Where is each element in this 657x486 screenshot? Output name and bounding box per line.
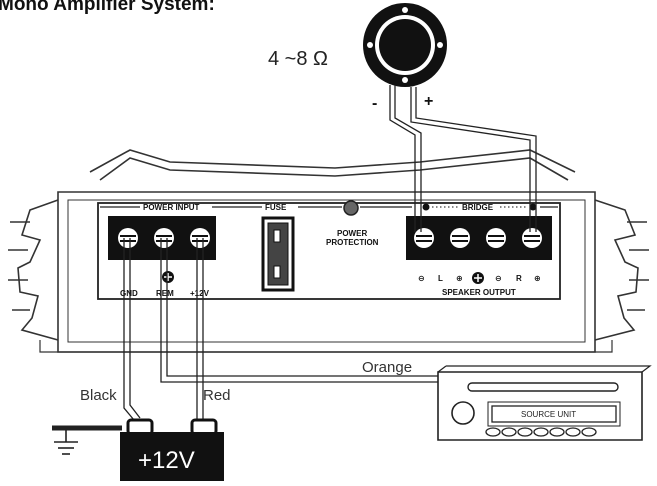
- battery: [120, 418, 224, 481]
- bridge-indicator: BRIDGE: [422, 203, 537, 212]
- power-protection-line2: PROTECTION: [326, 238, 379, 247]
- wire-orange-label: Orange: [362, 359, 412, 376]
- diagram-title: Mono Amplifier System:: [0, 0, 215, 15]
- speaker-output-label: SPEAKER OUTPUT: [442, 288, 516, 297]
- polarity-r-minus: ⊖: [495, 274, 502, 283]
- wire-red-label: Red: [203, 387, 231, 404]
- polarity-l: L: [438, 274, 443, 283]
- polarity-r: R: [516, 274, 522, 283]
- speaker-wires: [389, 85, 537, 232]
- speaker-icon: [363, 3, 447, 87]
- speaker-minus-label: -: [372, 95, 377, 112]
- power-wires: [123, 238, 455, 421]
- ground-icon: [52, 425, 122, 455]
- fuse-label: FUSE: [265, 203, 287, 212]
- wire-black-label: Black: [80, 387, 117, 404]
- source-unit: [437, 365, 652, 441]
- speaker-polarity-row: ⊖ L ⊕ ⊖ R ⊕: [418, 274, 541, 283]
- terminal-12v-label: +12V: [190, 289, 210, 298]
- power-protection-line1: POWER: [337, 229, 367, 238]
- power-input-terminals: [108, 216, 216, 260]
- battery-label: +12V: [138, 447, 195, 474]
- speaker-output-terminals: [406, 216, 552, 260]
- polarity-l-plus: ⊕: [456, 274, 463, 283]
- polarity-l-minus: ⊖: [418, 274, 425, 283]
- fuse: [261, 216, 295, 292]
- polarity-r-plus: ⊕: [534, 274, 541, 283]
- speaker-plus-label: +: [424, 93, 433, 110]
- terminal-rem-label: REM: [156, 289, 174, 298]
- impedance-label: 4 ~8 Ω: [268, 48, 328, 70]
- bridge-label: BRIDGE: [462, 203, 494, 212]
- terminal-gnd-label: GND: [120, 289, 138, 298]
- power-input-label: POWER INPUT: [143, 203, 200, 212]
- power-protection-led-icon: [343, 200, 359, 216]
- source-unit-label: SOURCE UNIT: [521, 410, 576, 419]
